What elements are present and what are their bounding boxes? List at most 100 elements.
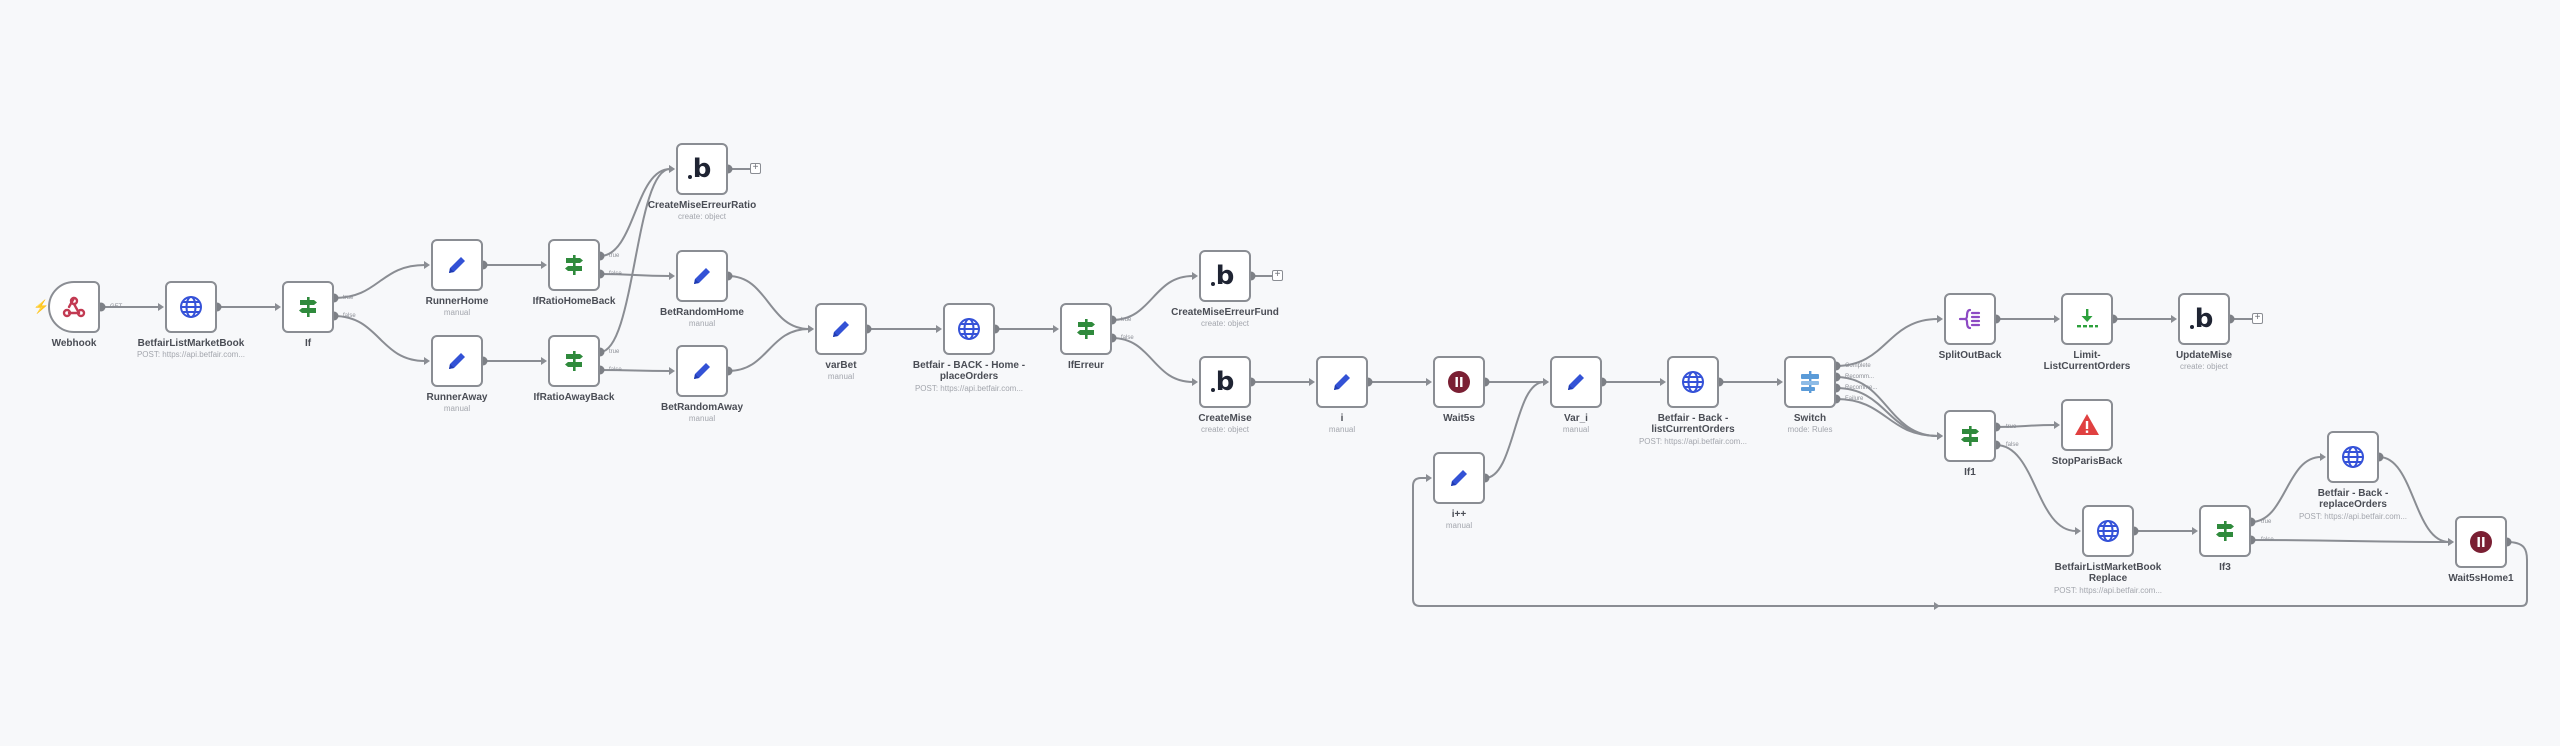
node-betfair-back-home-place-orders[interactable]: [943, 303, 995, 355]
connection-arrow: [669, 165, 675, 173]
connection-arrow: [1426, 378, 1432, 386]
node-subtitle: create: object: [1200, 425, 1250, 434]
node-subtitle: manual: [443, 404, 471, 413]
node-limit-list-current-orders[interactable]: [2061, 293, 2113, 345]
node-betfair-list-market-book-replace[interactable]: [2082, 505, 2134, 557]
connection-arrow: [808, 325, 814, 333]
if-signpost-icon: [296, 295, 320, 319]
node-title: RunnerHome: [425, 296, 489, 307]
node-subtitle: create: object: [2179, 362, 2229, 371]
node-betfair-list-market-book[interactable]: [165, 281, 217, 333]
node-title: BetfairListMarketBook: [137, 338, 245, 349]
node-betfair-back-list-current-orders[interactable]: [1667, 356, 1719, 408]
globe-icon: [2095, 518, 2121, 544]
node-title: Limit-: [2073, 350, 2101, 361]
node-if-ratio-home-back[interactable]: [548, 239, 600, 291]
port-label-false: false: [609, 367, 622, 373]
connection-line: [2378, 456, 2450, 543]
connection-arrow: [1934, 602, 1940, 610]
node-subtitle: mode: Rules: [1787, 425, 1833, 434]
node-bet-random-away[interactable]: [676, 345, 728, 397]
add-node-button[interactable]: +: [1272, 270, 1283, 281]
node-var-i[interactable]: [1550, 356, 1602, 408]
node-bet-random-home[interactable]: [676, 250, 728, 302]
connection-line: [1835, 398, 1939, 437]
warning-icon: [2074, 412, 2100, 438]
connection-arrow: [936, 325, 942, 333]
connection-arrow: [1937, 432, 1943, 440]
node-create-mise-erreur-ratio[interactable]: b: [676, 143, 728, 195]
node-subtitle: POST: https://api.betfair.com...: [914, 384, 1024, 393]
node-title: If1: [1964, 467, 1976, 478]
pencil-icon: [690, 359, 714, 383]
node-title: IfErreur: [1067, 360, 1105, 371]
node-update-mise[interactable]: b: [2178, 293, 2230, 345]
globe-icon: [1680, 369, 1706, 395]
node-if-erreur[interactable]: [1060, 303, 1112, 355]
node-i[interactable]: [1316, 356, 1368, 408]
node-title: Replace: [2088, 573, 2128, 584]
node-create-mise-erreur-fund[interactable]: b: [1199, 250, 1251, 302]
node-title: i++: [1451, 509, 1467, 520]
connection-arrow: [1192, 272, 1198, 280]
connection-arrow: [669, 367, 675, 375]
node-betfair-back-replace-orders[interactable]: [2327, 431, 2379, 483]
node-title: Betfair - BACK - Home -: [912, 360, 1026, 371]
node-var-bet[interactable]: [815, 303, 867, 355]
port-label-false: false: [2261, 537, 2274, 543]
node-title: UpdateMise: [2175, 350, 2233, 361]
node-title: Betfair - Back -: [2317, 488, 2389, 499]
connection-arrow: [158, 303, 164, 311]
node-title: ListCurrentOrders: [2043, 361, 2131, 372]
node-subtitle: create: object: [1200, 319, 1250, 328]
connection-line: [1995, 424, 2056, 428]
connection-arrow: [1053, 325, 1059, 333]
add-node-button[interactable]: +: [750, 163, 761, 174]
node-title: IfRatioAwayBack: [533, 392, 615, 403]
connection-arrow: [2320, 453, 2326, 461]
connection-line: [599, 273, 671, 277]
connection-arrow: [541, 357, 547, 365]
node-i-plus-plus[interactable]: [1433, 452, 1485, 504]
if-signpost-icon: [562, 349, 586, 373]
if-signpost-icon: [1074, 317, 1098, 341]
port-label-true: true: [2006, 424, 2017, 430]
node-runner-away[interactable]: [431, 335, 483, 387]
node-title: RunnerAway: [426, 392, 488, 403]
pencil-icon: [1564, 370, 1588, 394]
node-wait5s-home1[interactable]: [2455, 516, 2507, 568]
connection-line: [1484, 381, 1545, 479]
node-title: StopParisBack: [2051, 456, 2123, 467]
webhook-icon: [61, 294, 87, 320]
node-runner-home[interactable]: [431, 239, 483, 291]
node-if1[interactable]: [1944, 410, 1996, 462]
connection-line: [1412, 477, 2528, 607]
node-wait5s[interactable]: [1433, 356, 1485, 408]
connection-line: [1835, 318, 1939, 367]
node-subtitle: manual: [443, 308, 471, 317]
node-if-ratio-away-back[interactable]: [548, 335, 600, 387]
port-label-true: true: [609, 349, 620, 355]
port-label-false: false: [609, 271, 622, 277]
node-stop-paris-back[interactable]: [2061, 399, 2113, 451]
node-title: placeOrders: [939, 371, 999, 382]
switch-icon: [1797, 369, 1823, 395]
node-if3[interactable]: [2199, 505, 2251, 557]
add-node-button[interactable]: +: [2252, 313, 2263, 324]
bubble-logo-icon: b: [687, 156, 711, 182]
node-webhook[interactable]: [48, 281, 100, 333]
node-split-out-back[interactable]: [1944, 293, 1996, 345]
node-title: CreateMiseErreurRatio: [647, 200, 757, 211]
node-title: If: [304, 338, 312, 349]
node-create-mise[interactable]: b: [1199, 356, 1251, 408]
pencil-icon: [1330, 370, 1354, 394]
node-title: listCurrentOrders: [1651, 424, 1735, 435]
pencil-icon: [829, 317, 853, 341]
port-label-true: true: [1121, 317, 1132, 323]
node-title: BetRandomHome: [660, 307, 744, 318]
node-switch[interactable]: [1784, 356, 1836, 408]
node-if[interactable]: [282, 281, 334, 333]
node-title: replaceOrders: [2319, 499, 2387, 510]
bubble-logo-icon: b: [2189, 306, 2213, 332]
port-label-recommencer: Recomm...: [1845, 374, 1875, 380]
